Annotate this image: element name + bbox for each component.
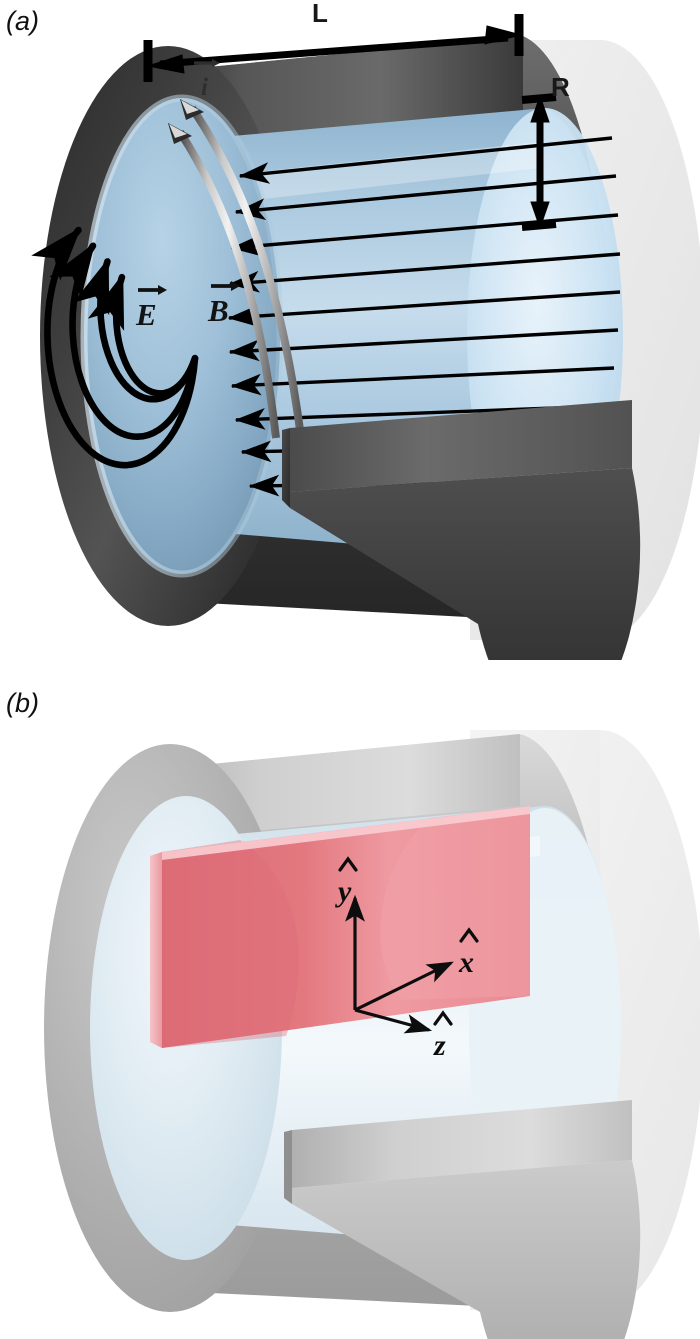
x-hat-caret (459, 927, 479, 943)
b-field-line (238, 136, 613, 184)
panel-b: y x z (0, 660, 700, 1339)
radius-dimension-arrow (521, 93, 557, 231)
panel-b-label: (b) (6, 688, 39, 718)
current-wires (176, 105, 304, 439)
y-hat-caret (338, 856, 358, 872)
current-wire (176, 129, 280, 439)
panel-a: i E B L R (0, 0, 700, 660)
length-dimension-arrow (143, 14, 524, 82)
magnetic-field-label-glyph: B (207, 293, 229, 328)
b-field-line (228, 328, 619, 362)
b-field-line (234, 174, 617, 221)
cross-section-plane (150, 806, 530, 1048)
z-hat-caret (433, 1010, 453, 1026)
current-wire (188, 105, 304, 431)
length-dimension-label: L (312, 0, 328, 28)
coordinate-axes-lines (345, 894, 454, 1034)
current-wire-arrowheads (168, 99, 204, 144)
cutaway-wedge (282, 400, 641, 660)
current-label-group: i (194, 59, 220, 101)
x-axis-line (354, 961, 454, 1012)
electric-field-lines (31, 226, 199, 469)
electric-field-label-group: E (135, 285, 167, 332)
panel-b-illustration: y x z (44, 730, 700, 1339)
y-axis-label-glyph: y (335, 875, 352, 908)
b-field-line (227, 290, 621, 327)
current-label-glyph: i (201, 74, 208, 101)
axis-labels: y x z (335, 856, 479, 1062)
e-field-loop (87, 273, 199, 397)
x-axis-label-glyph: x (458, 946, 474, 979)
panel-a-illustration: i E B (31, 14, 700, 660)
z-axis-label-glyph: z (433, 1029, 446, 1062)
z-axis-line (354, 1008, 433, 1034)
cutaway-wedge-b (284, 1100, 641, 1339)
panel-a-label: (a) (6, 6, 39, 36)
magnetic-field-label-group: B (207, 281, 240, 328)
electric-field-label-glyph: E (135, 297, 157, 332)
radius-dimension-label: R (551, 72, 570, 102)
b-field-line (228, 252, 621, 293)
